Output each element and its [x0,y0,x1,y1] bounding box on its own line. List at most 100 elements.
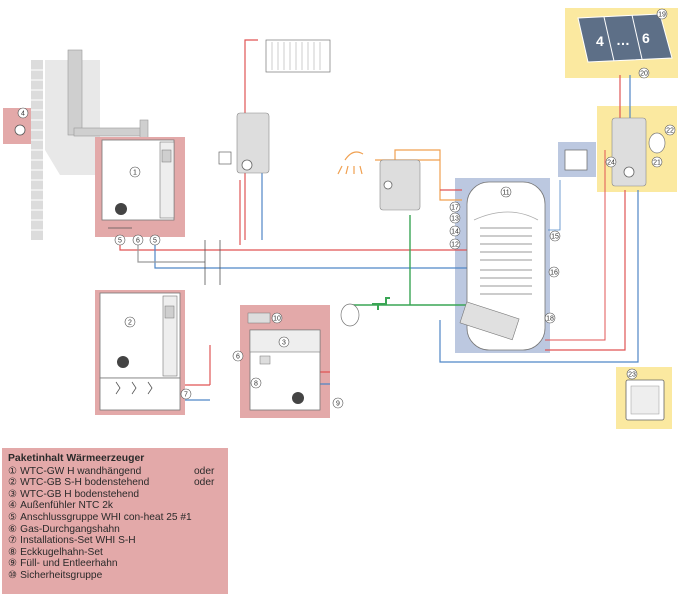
callout-1: 1 [129,166,141,178]
solar-controller [564,149,588,171]
legend-item-text: Anschlussgruppe WHI con-heat 25 #1 [20,511,192,523]
svg-text:3: 3 [282,340,286,347]
svg-text:5: 5 [153,238,157,245]
callout-5b: 5 [149,234,161,246]
svg-text:12: 12 [451,242,459,249]
legend-item-extra: oder [194,477,215,489]
svg-text:13: 13 [451,216,459,223]
callout-19: 19 [656,8,668,20]
legend-item-extra [194,570,222,582]
svg-text:11: 11 [502,190,509,197]
legend-item-text: WTC-GW H wandhängend [20,465,142,477]
legend-item-extra [194,547,222,559]
svg-text:9: 9 [336,401,340,408]
legend-item-text: WTC-GB S-H bodenstehend [20,477,150,489]
svg-text:16: 16 [550,270,558,277]
svg-text:24: 24 [607,160,615,167]
legend-item-number: ③ [8,488,18,500]
callout-23: 23 [626,368,638,380]
svg-text:6: 6 [136,238,140,245]
callout-12: 12 [449,238,461,250]
callout-24: 24 [605,156,617,168]
svg-text:21: 21 [653,160,661,167]
expansion-vessel [340,303,360,327]
legend-item-number: ⑥ [8,523,18,535]
svg-text:1: 1 [133,170,137,177]
storage-tank [459,181,546,351]
legend-item-number: ① [8,465,18,477]
legend-item-extra [194,512,222,524]
svg-text:17: 17 [451,205,459,212]
callout-20: 20 [638,67,650,79]
legend-item-text: Außenfühler NTC 2k [20,500,113,512]
svg-text:23: 23 [628,372,636,379]
collector-left-number: 4 [596,33,604,49]
callout-13: 13 [449,212,461,224]
legend-title: Paketinhalt Wärmeerzeuger [8,453,145,464]
heating-circuit-station [218,112,270,174]
svg-text:15: 15 [551,234,559,241]
callout-3: 3 [278,336,290,348]
legend-item-text: Füll- und Entleerhahn [20,558,118,570]
legend-item-extra [194,535,222,547]
dhw-station [379,159,421,211]
callout-7: 7 [180,388,192,400]
callout-6b: 6 [232,350,244,362]
callout-2: 2 [124,316,136,328]
boiler-wtc-gw-h [101,139,175,229]
svg-text:5: 5 [118,238,122,245]
solar-collector-array: 4 … 6 [577,13,673,63]
legend-item-text: Sicherheitsgruppe [20,569,103,581]
callout-10: 10 [271,312,283,324]
legend-item-text: Installations-Set WHI S-H [20,535,136,547]
svg-text:7: 7 [184,392,188,399]
legend-item-number: ⑦ [8,535,18,547]
boiler-wtc-gb-s-h [99,292,181,411]
shower-icon [337,151,364,175]
svg-text:22: 22 [666,128,674,135]
flue-pipe [67,49,83,136]
callout-22: 22 [664,124,676,136]
svg-text:18: 18 [546,316,554,323]
svg-text:19: 19 [658,12,666,19]
legend-item-number: ② [8,477,18,489]
tap-icon [372,297,390,310]
legend-item-text: Gas-Durchgangshahn [20,523,120,535]
svg-text:14: 14 [451,229,459,236]
legend-item-number: ⑨ [8,558,18,570]
svg-text:8: 8 [254,381,258,388]
legend-item-extra [194,489,222,501]
legend-item-number: ⑤ [8,511,18,523]
legend-item-extra [194,500,222,512]
callout-15: 15 [549,230,561,242]
solar-station [611,117,666,187]
legend-item-number: ⑩ [8,569,18,581]
antifreeze-canister [625,379,665,421]
svg-text:2: 2 [128,320,132,327]
callout-5a: 5 [114,234,126,246]
callout-8: 8 [250,377,262,389]
svg-text:10: 10 [273,316,281,323]
callout-18: 18 [544,312,556,324]
svg-text:4: 4 [21,111,25,118]
legend-item-text: Eckkugelhahn-Set [20,546,103,558]
legend-item-number: ④ [8,500,18,512]
callout-17: 17 [449,201,461,213]
collector-dots: … [616,32,630,48]
legend-item-text: WTC-GB H bodenstehend [20,488,140,500]
legend-item-extra: oder [194,465,215,477]
svg-text:6: 6 [236,354,240,361]
callout-4: 4 [17,107,29,119]
callout-9: 9 [332,397,344,409]
